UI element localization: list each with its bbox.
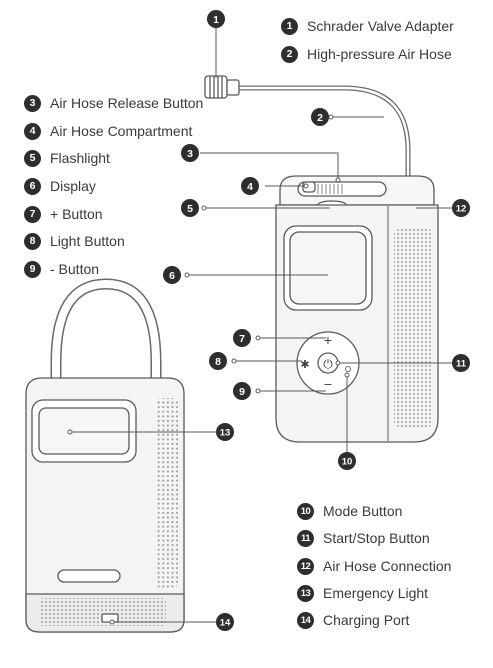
legend-badge: 5: [24, 149, 41, 167]
legend-item-4: 4 Air Hose Compartment: [24, 122, 192, 140]
legend-item-7: 7 + Button: [24, 205, 103, 223]
legend-badge: 3: [24, 94, 41, 112]
legend-badge: 2: [281, 45, 298, 63]
callout-4: 4: [241, 177, 259, 195]
legend-badge: 4: [24, 122, 41, 140]
callout-1: 1: [207, 10, 225, 28]
svg-text:10: 10: [342, 457, 353, 468]
legend-badge: 6: [24, 177, 41, 195]
legend-label: Air Hose Release Button: [50, 95, 204, 111]
callout-5: 5: [181, 199, 199, 217]
callout-13: 13: [216, 423, 234, 441]
svg-text:3: 3: [187, 148, 193, 160]
legend-badge: 1: [281, 17, 298, 35]
legend-badge: 13: [297, 584, 314, 602]
svg-text:2: 2: [317, 112, 323, 124]
svg-text:4: 4: [247, 181, 253, 193]
leader-lines: [67, 28, 452, 625]
legend-item-6: 6 Display: [24, 177, 96, 195]
svg-text:11: 11: [456, 359, 467, 370]
svg-text:6: 6: [169, 270, 175, 282]
callouts: 1 2 3 4 5 6 7 8 9 10 11 12 13 14: [163, 10, 470, 631]
callout-8: 8: [209, 352, 227, 370]
legend-item-10: 10 Mode Button: [297, 502, 402, 520]
legend-label: Flashlight: [50, 150, 110, 166]
legend-badge: 12: [297, 557, 314, 575]
plus-symbol: +: [324, 332, 332, 348]
legend-item-11: 11 Start/Stop Button: [297, 529, 430, 547]
svg-text:7: 7: [239, 333, 245, 345]
legend-label: Display: [50, 178, 96, 194]
svg-text:14: 14: [220, 618, 231, 629]
callout-12: 12: [452, 199, 470, 217]
front-buttons: + − ✱ ⏻ O: [300, 332, 351, 392]
legend-item-3: 3 Air Hose Release Button: [24, 94, 203, 112]
svg-text:5: 5: [187, 203, 193, 215]
legend-badge: 11: [297, 529, 314, 547]
legend-label: Light Button: [50, 233, 125, 249]
legend-badge: 7: [24, 205, 41, 223]
callout-9: 9: [233, 382, 251, 400]
callout-7: 7: [233, 329, 251, 347]
callout-11: 11: [452, 354, 470, 372]
legend-label: Schrader Valve Adapter: [307, 18, 454, 34]
minus-symbol: −: [324, 376, 332, 392]
legend-label: High-pressure Air Hose: [307, 46, 452, 62]
legend-item-2: 2 High-pressure Air Hose: [281, 45, 452, 63]
legend-label: Start/Stop Button: [323, 530, 430, 546]
legend-item-8: 8 Light Button: [24, 232, 125, 250]
legend-item-1: 1 Schrader Valve Adapter: [281, 17, 454, 35]
callout-10: 10: [338, 452, 356, 470]
callout-3: 3: [181, 144, 199, 162]
mode-symbol: O: [345, 365, 351, 374]
legend-item-14: 14 Charging Port: [297, 611, 409, 629]
light-symbol: ✱: [300, 359, 309, 371]
back-device: [25, 278, 185, 633]
svg-text:12: 12: [456, 204, 467, 215]
legend-badge: 14: [297, 611, 314, 629]
legend-badge: 10: [297, 502, 314, 520]
legend-item-5: 5 Flashlight: [24, 149, 110, 167]
svg-text:1: 1: [213, 14, 219, 26]
legend-label: Mode Button: [323, 503, 403, 519]
legend-label: Air Hose Compartment: [50, 123, 193, 139]
callout-6: 6: [163, 266, 181, 284]
front-device: [204, 75, 439, 443]
legend-badge: 9: [24, 260, 41, 278]
schrader-valve-adapter: [204, 75, 240, 99]
legend-item-9: 9 - Button: [24, 260, 99, 278]
legend-badge: 8: [24, 232, 41, 250]
legend-item-12: 12 Air Hose Connection: [297, 557, 451, 575]
legend-item-13: 13 Emergency Light: [297, 584, 428, 602]
power-symbol: ⏻: [323, 357, 333, 371]
legend-label: + Button: [50, 206, 103, 222]
callout-14: 14: [216, 613, 234, 631]
legend-label: Air Hose Connection: [323, 558, 452, 574]
legend-label: - Button: [50, 261, 100, 277]
svg-text:8: 8: [215, 356, 221, 368]
legend-label: Emergency Light: [323, 585, 429, 601]
legend-label: Charging Port: [323, 612, 410, 628]
svg-text:9: 9: [239, 386, 245, 398]
svg-text:13: 13: [220, 428, 231, 439]
callout-2: 2: [311, 108, 329, 126]
